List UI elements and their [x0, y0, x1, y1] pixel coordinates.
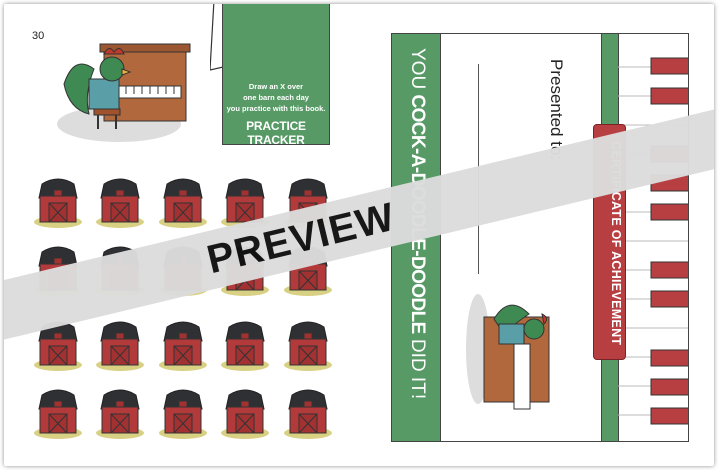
barn-checkbox[interactable] [157, 176, 213, 235]
barn-checkbox[interactable] [282, 387, 338, 446]
barn-checkbox[interactable] [157, 387, 213, 446]
black-key [650, 378, 688, 396]
black-key [650, 57, 688, 75]
black-key [650, 203, 688, 221]
certificate: YOU COCK-A-DOODLE-DOODLE DID IT! Present… [391, 33, 689, 442]
black-key [650, 349, 688, 367]
rooster-piano-illustration [57, 43, 191, 142]
barn-checkbox[interactable] [282, 319, 338, 378]
page-number: 30 [32, 30, 45, 42]
barn-checkbox[interactable] [32, 387, 88, 446]
instruction-line: you practice with this book. [226, 104, 326, 113]
barn-checkbox[interactable] [94, 319, 150, 378]
practice-tracker-tab: Draw an X over one barn each day you pra… [222, 4, 330, 147]
barn-checkbox[interactable] [219, 319, 275, 378]
instruction-line: Draw an X over [248, 82, 304, 91]
barn-checkbox[interactable] [32, 176, 88, 235]
barn-checkbox[interactable] [94, 176, 150, 235]
barn-checkbox[interactable] [219, 387, 275, 446]
black-key [650, 87, 688, 105]
book-spread: 30 Draw an X over one barn each day you … [4, 4, 714, 466]
black-key [650, 261, 688, 279]
instruction-line: one barn each day [243, 93, 309, 102]
tracker-title: PRACTICE TRACKER [246, 119, 306, 147]
black-key [650, 407, 688, 425]
barn-checkbox[interactable] [94, 387, 150, 446]
tracker-instructions: Draw an X over one barn each day you pra… [223, 81, 329, 114]
barn-checkbox[interactable] [157, 319, 213, 378]
piano-keys [618, 57, 688, 425]
black-key [650, 290, 688, 308]
rooster-piano-illustration [466, 294, 550, 410]
